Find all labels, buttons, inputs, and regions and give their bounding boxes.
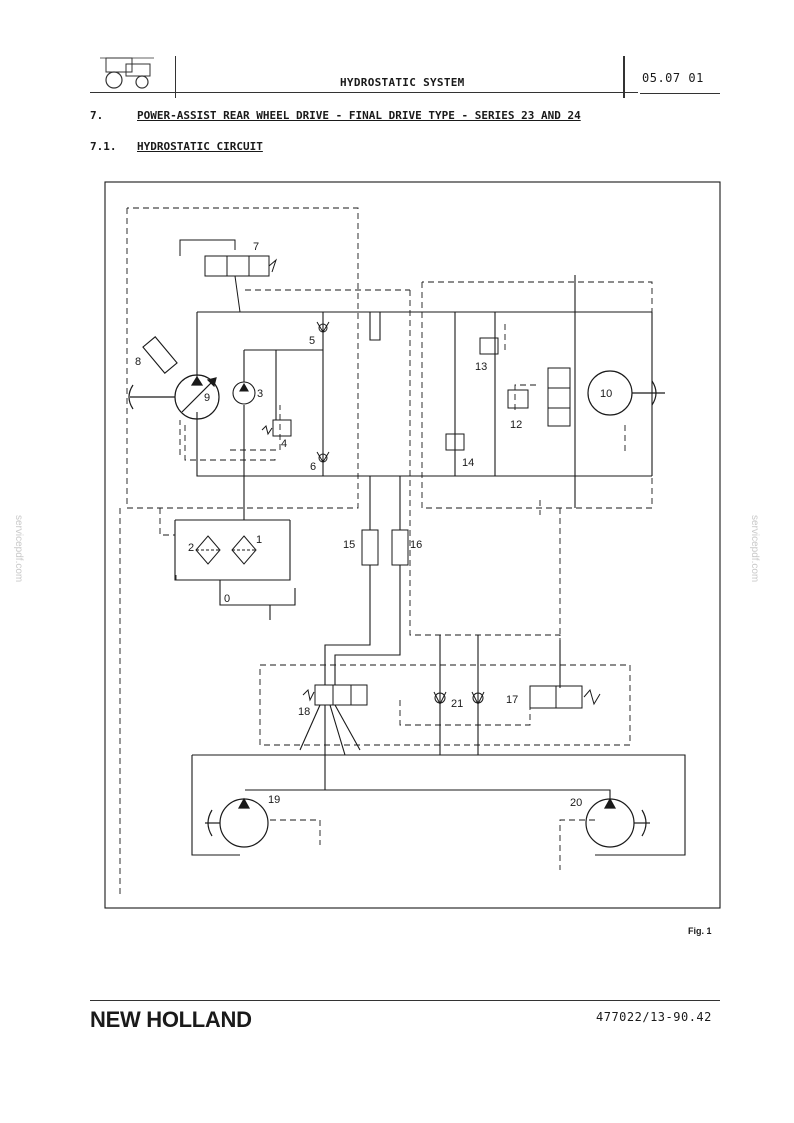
relief-valve-13 — [479, 337, 499, 355]
header-rule — [90, 92, 638, 93]
label-14: 14 — [462, 457, 474, 469]
header-code: 05.07 01 — [642, 71, 704, 85]
variable-pump-9 — [128, 374, 220, 420]
filter-15 — [361, 529, 379, 566]
label-9: 9 — [204, 392, 210, 404]
section-title: POWER-ASSIST REAR WHEEL DRIVE - FINAL DR… — [137, 109, 581, 122]
label-3: 3 — [257, 388, 263, 400]
solenoid-valve-7 — [179, 239, 278, 313]
valve-17 — [529, 685, 601, 709]
cooler-2 — [195, 535, 221, 565]
relief-valve-4 — [261, 419, 292, 437]
label-10: 10 — [600, 388, 612, 400]
tractor-logo — [96, 52, 158, 92]
label-20: 20 — [570, 797, 582, 809]
valve-12 — [507, 367, 571, 427]
footer-doc-number: 477022/13-90.42 — [596, 1010, 712, 1024]
footer-brand: NEW HOLLAND — [90, 1007, 252, 1032]
tank-label: 0 — [224, 593, 230, 605]
check-valve-5 — [316, 321, 330, 333]
label-8: 8 — [135, 356, 141, 368]
subsection-number: 7.1. — [90, 140, 117, 153]
header-divider-right — [623, 56, 625, 98]
label-18: 18 — [298, 706, 310, 718]
label-7: 7 — [253, 241, 259, 253]
label-17: 17 — [506, 694, 518, 706]
watermark-right: servicepdf.com — [749, 515, 760, 583]
diagram-frame — [104, 181, 721, 909]
label-21: 21 — [451, 698, 463, 710]
subsection-title: HYDROSTATIC CIRCUIT — [137, 140, 263, 153]
label-15: 15 — [343, 539, 355, 551]
check-valve-21 — [433, 691, 485, 706]
label-12: 12 — [510, 419, 522, 431]
label-13: 13 — [475, 361, 487, 373]
relief-valve-14 — [445, 433, 465, 451]
label-16: 16 — [410, 539, 422, 551]
header-divider-left — [175, 56, 176, 98]
label-2: 2 — [188, 542, 194, 554]
charge-pump-3 — [232, 381, 256, 405]
section-number: 7. — [90, 109, 104, 122]
filter-16 — [391, 529, 409, 566]
valve-18 — [302, 684, 368, 706]
label-6: 6 — [310, 461, 316, 473]
filter-1 — [231, 535, 257, 565]
header-code-underline — [640, 93, 720, 94]
motor-10 — [587, 370, 665, 416]
check-valve-6 — [316, 451, 330, 463]
label-4: 4 — [281, 438, 287, 450]
hydrostatic-circuit-diagram: 1 2 3 4 5 6 7 8 9 10 12 13 14 15 16 17 1… — [96, 172, 728, 914]
label-19: 19 — [268, 794, 280, 806]
control-lever-8 — [142, 336, 178, 374]
label-5: 5 — [309, 335, 315, 347]
watermark-left: servicepdf.com — [13, 515, 24, 583]
header-title: HYDROSTATIC SYSTEM — [340, 76, 465, 89]
footer-rule — [90, 1000, 720, 1001]
wheel-motor-19 — [205, 797, 269, 848]
label-1: 1 — [256, 534, 262, 546]
figure-caption: Fig. 1 — [688, 926, 712, 936]
wheel-motor-20 — [585, 797, 650, 848]
